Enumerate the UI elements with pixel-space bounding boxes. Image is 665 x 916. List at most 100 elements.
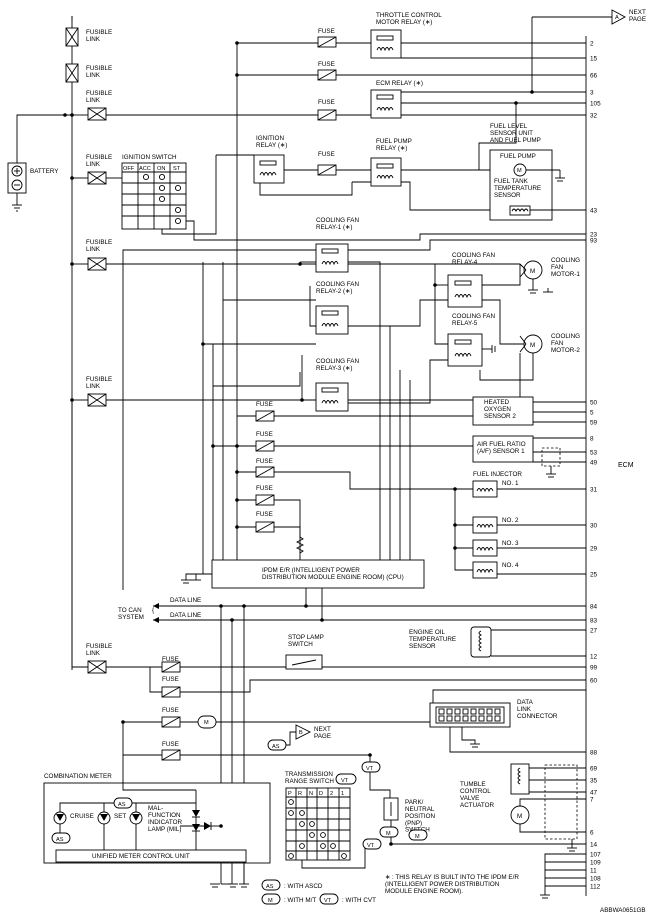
cooling-fan-relay-2 (315, 305, 349, 335)
tag-m-pnp-text: M (386, 831, 391, 837)
tag-vt-pnp (362, 838, 382, 850)
ecm-relay (370, 89, 402, 119)
combination-meter-label: COMBINATION METER (44, 773, 112, 780)
tag-vt-pnp-text: VT (367, 843, 375, 849)
cooling-fan-motor-1 (519, 260, 543, 280)
ecm-pin-15: 15 (590, 56, 598, 63)
ecm-pin-3: 3 (590, 90, 594, 97)
tag-vt-text: VT (366, 766, 374, 772)
ecm-pin-25: 25 (590, 572, 598, 579)
dlc-pin (478, 715, 485, 722)
ecm-pin-2: 2 (590, 41, 594, 48)
fuel-pump-label: FUEL PUMP (500, 153, 536, 160)
tumble-shield (544, 764, 578, 840)
dlc-pin (494, 715, 501, 722)
dlc-pin (438, 715, 445, 722)
cf-motor-2-m: M (530, 342, 535, 349)
ecm-pin-84: 84 (590, 604, 598, 611)
ecm-label: ECM (618, 462, 634, 469)
can-brace: { (152, 607, 154, 614)
wire-pin-88 (449, 727, 586, 753)
af-sensor-1 (472, 435, 534, 463)
ecm-pin-12: 12 (590, 654, 598, 661)
legend-tag-vt-text: VT (324, 898, 332, 904)
dlc-pin (462, 708, 469, 715)
cooling-fan-relay-1 (315, 243, 349, 273)
dlc-pin (470, 708, 477, 715)
fusible-link-1 (65, 27, 79, 47)
ignition-switch-table (121, 162, 187, 230)
dlc-pin (486, 715, 493, 722)
ecm-pin-29: 29 (590, 546, 598, 553)
ecm-pin-88: 88 (590, 750, 598, 757)
fusible-link-7 (87, 660, 107, 674)
ignition-relay (253, 154, 285, 184)
legend-tag-vt (319, 893, 339, 905)
ecm-pin-109: 109 (590, 860, 601, 867)
fusible-link-3 (87, 107, 107, 121)
fuel-pump-relay (370, 157, 402, 187)
ecm-pin-59: 59 (590, 420, 598, 427)
ecm-pin-23: 23 (590, 232, 598, 239)
diode (192, 810, 200, 817)
ecm-pin-11: 11 (590, 868, 597, 875)
fuse-label: FUSE (256, 511, 273, 518)
throttle-control-motor-relay (370, 29, 402, 59)
tag-m-pnp (379, 826, 399, 838)
ecm-pin-14: 14 (590, 842, 598, 849)
ecm-pin-50: 50 (590, 400, 598, 407)
diagram-code: ABBWA0651GB (600, 907, 646, 914)
tag-vt (361, 761, 381, 773)
ecm-pin-105: 105 (590, 101, 601, 108)
ecm-pin-69: 69 (590, 766, 598, 773)
ecm-pin-35: 35 (590, 778, 598, 785)
ipdm-er-module (211, 559, 425, 589)
ecm-pin-60: 60 (590, 678, 598, 685)
unified-meter-control-unit (55, 849, 247, 863)
fuse-label: FUSE (162, 707, 179, 714)
fuse-label: FUSE (256, 485, 273, 492)
legend-tag-m (261, 893, 281, 905)
dlc-pin (470, 715, 477, 722)
wire-pin-7 (519, 798, 586, 806)
cruise-label: CRUISE (70, 813, 94, 820)
fuse-label: FUSE (318, 151, 335, 158)
ecm-pin-108: 108 (590, 876, 601, 883)
dlc-pin (446, 708, 453, 715)
fuse-label: FUSE (162, 741, 179, 748)
heated-oxygen-sensor-2 (472, 396, 534, 426)
wire-pin-23 (193, 233, 586, 241)
dlc-pin (454, 715, 461, 722)
tumble-motor-m: M (517, 813, 522, 820)
wire-pin-93 (122, 239, 586, 590)
unified-meter-label: UNIFIED METER CONTROL UNIT (92, 853, 190, 860)
tag-m-text: M (204, 720, 209, 726)
data-link-connector (429, 702, 511, 728)
fuse-label: FUSE (256, 401, 273, 408)
cf-motor-1-m: M (530, 268, 535, 275)
ecm-pin-30: 30 (590, 523, 598, 530)
af-shield (541, 447, 561, 467)
wire (16, 114, 72, 163)
ecm-pin-112: 112 (590, 884, 601, 891)
tr-pos-1: 1 (341, 791, 344, 797)
